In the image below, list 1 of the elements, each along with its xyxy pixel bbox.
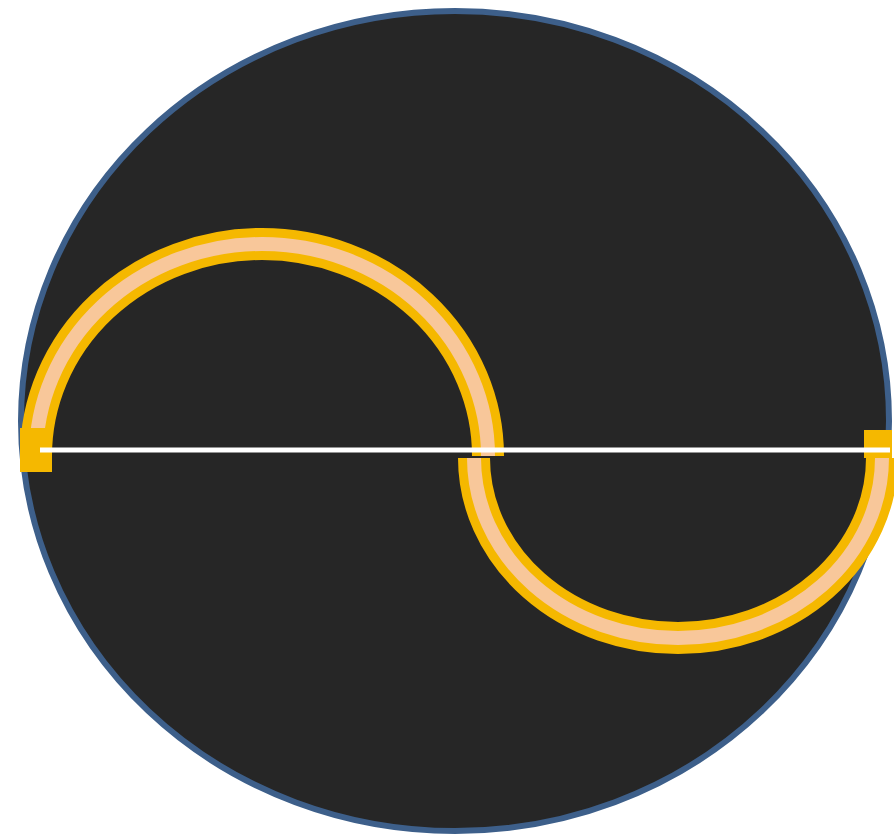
- circle-shape: [18, 8, 892, 834]
